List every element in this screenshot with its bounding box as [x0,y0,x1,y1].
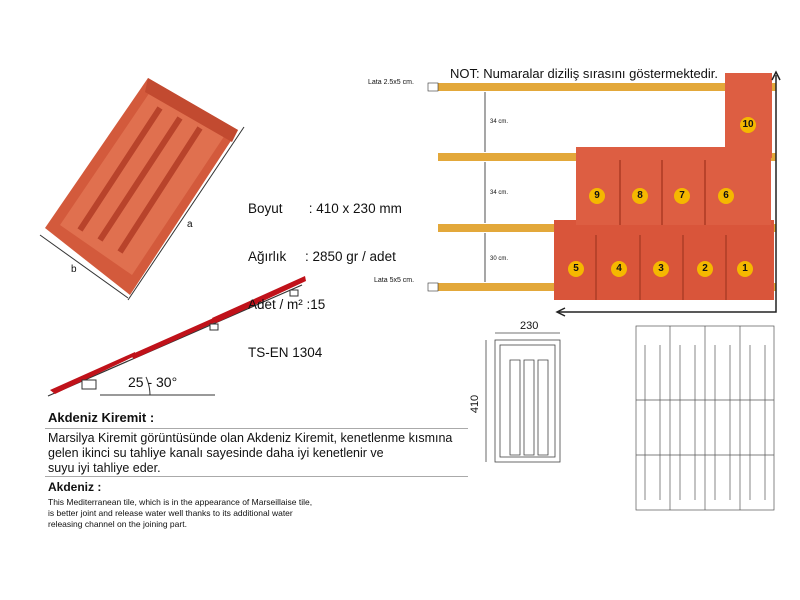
tr-title: Akdeniz Kiremit : [48,410,155,425]
spacing-label: 34 cm. [490,119,509,125]
order-badge: 4 [611,261,627,277]
order-badge: 2 [697,261,713,277]
tr-line: gelen ikinci su tahliye kanalı sayesinde… [48,446,384,460]
en-line: releasing channel on the joining part. [48,519,187,529]
drawing-height: 410 [469,394,482,414]
divider [45,428,468,429]
order-arrow [558,75,777,313]
layout-note: NOT: Numaralar diziliş sırasını gösterme… [450,66,719,81]
divider [45,476,468,477]
en-description: This Mediterranean tile, which is in the… [48,497,312,530]
order-badge: 1 [737,261,753,277]
order-badge: 7 [674,188,690,204]
en-title: Akdeniz : [48,480,102,494]
spacing-label: 34 cm. [490,190,509,196]
lata-bottom-label: Lata 5x5 cm. [374,277,415,284]
en-line: is better joint and release water well t… [48,508,293,518]
tile-illustration [39,78,245,301]
tile-grid-drawing [635,325,775,511]
roof-section [47,276,306,397]
order-badge: 9 [589,188,605,204]
order-badge: 3 [653,261,669,277]
order-badge: 10 [740,117,756,133]
tiles [554,73,774,300]
spec-size: Boyut : 410 x 230 mm [248,201,402,216]
dim-b-label: b [71,264,77,275]
order-badge: 6 [718,188,734,204]
specs: Boyut : 410 x 230 mm Ağırlık : 2850 gr /… [248,169,402,377]
tr-line: suyu iyi tahliye eder. [48,461,161,475]
tr-description: Marsilya Kiremit görüntüsünde olan Akden… [48,431,452,476]
en-line: This Mediterranean tile, which is in the… [48,497,313,507]
tr-line: Marsilya Kiremit görüntüsünde olan Akden… [48,431,453,445]
order-badge: 5 [568,261,584,277]
order-badge: 8 [632,188,648,204]
lata-top-label: Lata 2.5x5 cm. [368,79,414,86]
roof-angle: 25 - 30° [128,374,178,390]
spec-standard: TS-EN 1304 [248,345,323,360]
drawing-width: 230 [520,320,539,332]
spacing-label: 30 cm. [490,256,509,262]
spec-weight: Ağırlık : 2850 gr / adet [248,249,396,264]
spec-per-m2: Adet / m² :15 [248,297,326,312]
tile-drawing [485,332,561,463]
dim-a-label: a [187,219,193,230]
